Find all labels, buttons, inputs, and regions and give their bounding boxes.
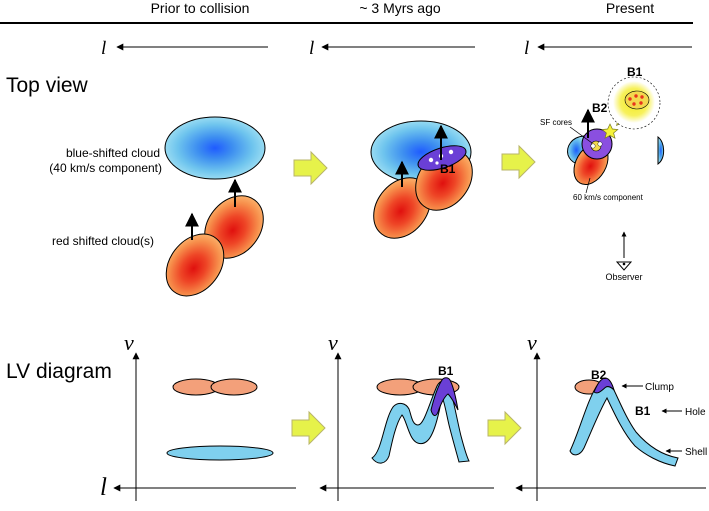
star-icon xyxy=(428,149,454,165)
l-symbol: l xyxy=(101,38,106,59)
compressed-layer-lv xyxy=(430,377,459,416)
l-symbol: l xyxy=(524,38,529,59)
observer-label: Observer xyxy=(605,272,642,282)
star-icon xyxy=(628,94,644,106)
red-cloud-lower xyxy=(165,233,225,297)
blue-cloud-lv xyxy=(166,445,274,461)
blue-cloud-label-2: (40 km/s component) xyxy=(49,161,162,175)
l-symbol: l xyxy=(100,474,107,501)
column-title-prior: Prior to collision xyxy=(151,0,250,16)
blue-shifted-cloud xyxy=(164,116,266,180)
red-cloud-lv xyxy=(210,378,258,396)
blue-cloud-label-1: blue-shifted cloud xyxy=(66,146,160,160)
row-label-top-view: Top view xyxy=(6,74,89,97)
blue-shell-lv xyxy=(371,380,470,464)
l-axis-top-1: l xyxy=(101,38,268,59)
red-clouds-label: red shifted cloud(s) xyxy=(52,234,154,248)
lv-axes-2: v xyxy=(319,330,494,501)
eye-icon xyxy=(615,261,633,271)
lv-axes-1: v l xyxy=(100,330,296,501)
row-label-lv-diagram: LV diagram xyxy=(6,360,112,383)
star-icon xyxy=(590,143,596,149)
transition-arrow xyxy=(501,144,536,180)
b1-label: B1 xyxy=(627,65,643,79)
sf-cores-leader xyxy=(569,126,593,144)
shell-label: Shell xyxy=(685,447,707,458)
b2-label: B2 xyxy=(591,368,607,382)
clump-label: Clump xyxy=(645,382,674,393)
lv-axes-3: v xyxy=(515,330,706,501)
column-title-present: Present xyxy=(606,0,654,16)
b1-label: B1 xyxy=(635,404,651,418)
component-60-label: 60 km/s component xyxy=(573,193,644,202)
star-icon xyxy=(597,141,603,147)
l-axis-top-2: l xyxy=(309,38,475,59)
transition-arrow xyxy=(293,150,328,186)
b2-label: B2 xyxy=(592,101,608,115)
v-symbol: v xyxy=(328,330,338,355)
v-symbol: v xyxy=(527,330,537,355)
star-icon xyxy=(601,123,619,139)
hole-label: Hole xyxy=(685,407,706,418)
b1-label: B1 xyxy=(438,364,454,378)
sf-cores-label: SF cores xyxy=(540,118,572,127)
column-title-3myr: ~ 3 Myrs ago xyxy=(359,0,441,16)
blue-cloud-remnant-right xyxy=(657,136,665,166)
compressed-layer-lv xyxy=(593,377,616,394)
transition-arrow xyxy=(291,410,326,446)
transition-arrow xyxy=(487,410,522,446)
component-60-leader xyxy=(585,177,591,194)
l-axis-top-3: l xyxy=(524,38,692,59)
l-symbol: l xyxy=(309,38,314,59)
b1-label: B1 xyxy=(440,162,456,176)
v-symbol: v xyxy=(124,330,134,355)
b1-core-clump xyxy=(624,90,650,110)
